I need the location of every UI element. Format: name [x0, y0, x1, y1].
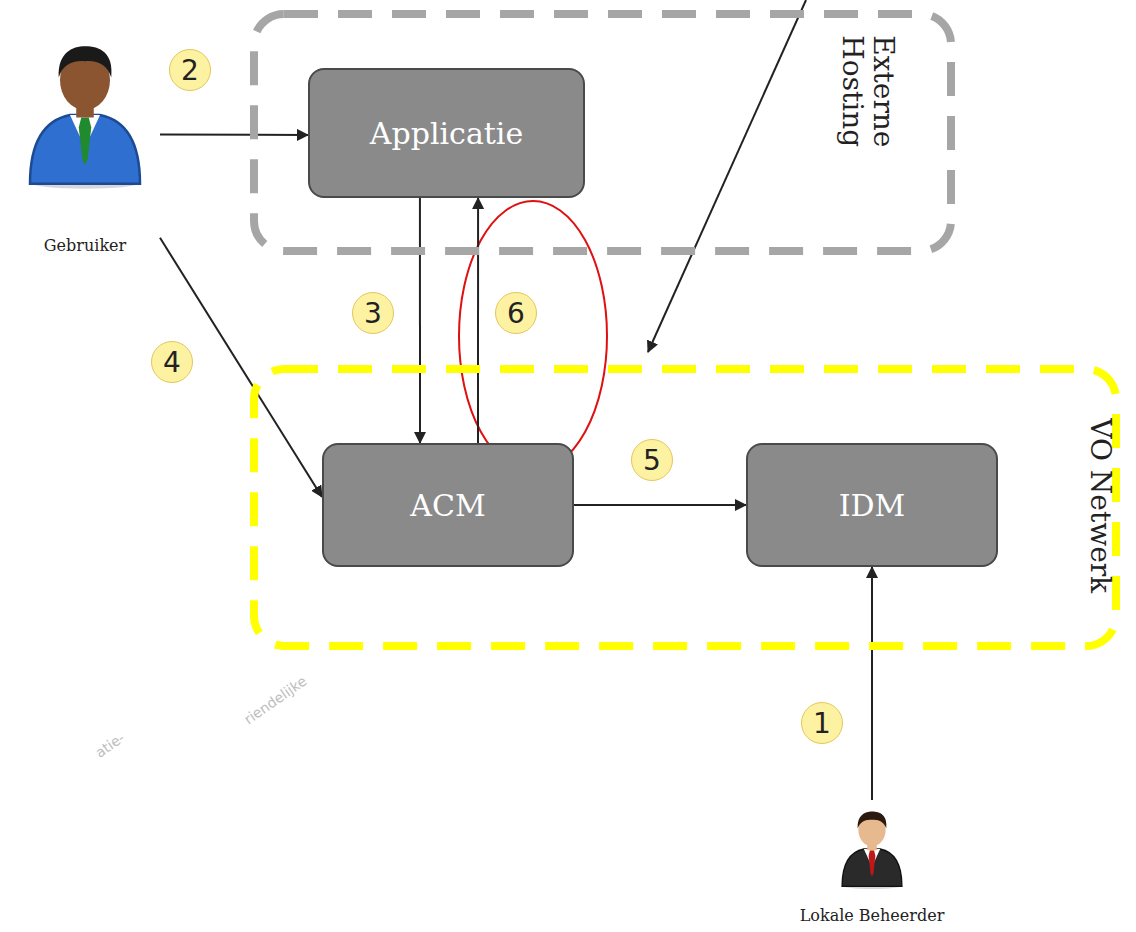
flow-arrow	[419, 198, 421, 443]
network-zone: Externe HostingApplicatie	[250, 10, 955, 255]
highlight-ellipse	[459, 201, 607, 471]
actor-name: Lokale Beheerder	[787, 906, 957, 925]
person-icon	[20, 40, 150, 190]
system-box: Applicatie	[308, 68, 585, 198]
system-box: IDM	[746, 443, 998, 567]
actor-figure: Gebruiker	[10, 40, 160, 255]
actor-name: Gebruiker	[10, 236, 160, 255]
box-label: IDM	[839, 488, 906, 523]
callout-number: 4	[151, 341, 193, 383]
zone-label: Externe Hosting	[837, 35, 900, 185]
callout-number: 6	[495, 292, 537, 334]
pointer-line	[648, 0, 806, 352]
flow-arrow	[871, 567, 873, 800]
actor-figure: Lokale Beheerder	[787, 800, 957, 925]
person-icon	[838, 800, 906, 898]
callout-number: 2	[169, 49, 211, 91]
network-zone: VO Netwerk ACM IDM	[250, 365, 1120, 650]
callout-number: 1	[801, 702, 843, 744]
watermark: atie-	[92, 729, 127, 760]
system-box: ACM	[322, 443, 574, 567]
callout-number: 5	[631, 439, 673, 481]
zone-label: VO Netwerk	[1084, 418, 1115, 593]
box-label: ACM	[410, 488, 485, 523]
flow-arrow	[477, 198, 479, 443]
flow-arrow	[160, 134, 308, 136]
flow-arrow	[574, 504, 746, 506]
watermark: riendelijke	[240, 673, 309, 728]
box-label: Applicatie	[370, 116, 523, 151]
callout-number: 3	[352, 292, 394, 334]
